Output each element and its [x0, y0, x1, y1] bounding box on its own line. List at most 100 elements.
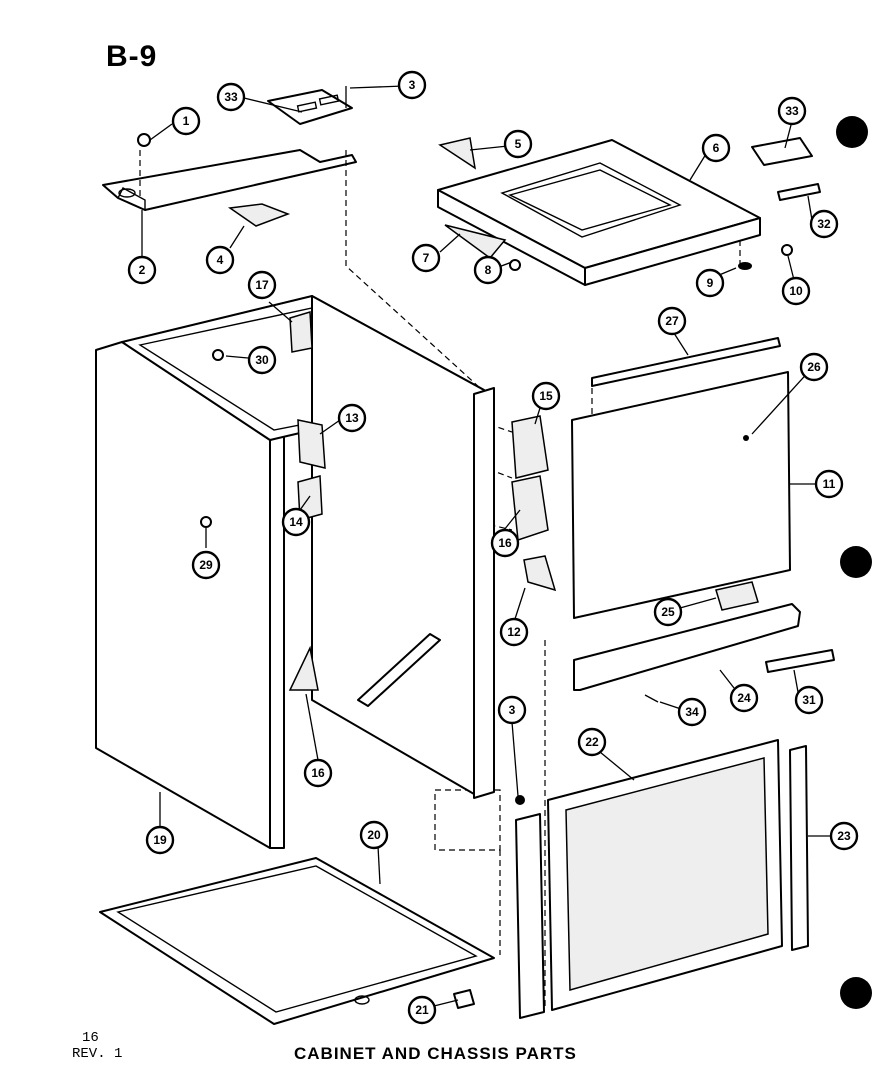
svg-text:33: 33: [224, 90, 238, 104]
svg-text:24: 24: [737, 691, 751, 705]
svg-text:14: 14: [289, 515, 303, 529]
grommet: [781, 244, 793, 256]
callout-11: 11: [814, 469, 844, 499]
svg-text:21: 21: [415, 1003, 429, 1017]
callout-8: 8: [473, 255, 503, 285]
svg-text:29: 29: [199, 558, 213, 572]
callout-33: 33: [216, 82, 246, 112]
top-rail-flange: [117, 187, 146, 212]
svg-text:23: 23: [837, 829, 851, 843]
callout-14: 14: [281, 507, 311, 537]
callout-7: 7: [411, 243, 441, 273]
callout-2: 2: [127, 255, 157, 285]
top-bracket-assembly: [102, 86, 357, 227]
screw: [200, 516, 212, 528]
svg-text:7: 7: [423, 251, 430, 265]
callout-21: 21: [407, 995, 437, 1025]
right-filter-channel: [789, 745, 809, 951]
svg-text:6: 6: [713, 141, 720, 155]
callout-33-right: 33: [777, 96, 807, 126]
svg-text:12: 12: [507, 625, 521, 639]
drain-hole: [354, 995, 370, 1005]
svg-text:8: 8: [485, 263, 492, 277]
front-panel: [571, 371, 791, 619]
svg-text:32: 32: [817, 217, 831, 231]
callout-32: 32: [809, 209, 839, 239]
top-channel: [591, 337, 781, 387]
binder-hole: [840, 977, 872, 1009]
binder-holes: [836, 116, 872, 1009]
screw: [644, 694, 659, 703]
base-pan-rim: [116, 865, 478, 1013]
plug: [738, 262, 752, 270]
callout-19: 19: [145, 825, 175, 855]
revision-label: REV. 1: [72, 1046, 123, 1062]
nut: [137, 133, 151, 147]
diagram-code: B-9: [106, 40, 158, 73]
svg-text:11: 11: [823, 477, 836, 491]
mount-plate: [267, 89, 353, 125]
top-access-panel: [751, 137, 813, 166]
clip: [777, 183, 821, 201]
svg-text:19: 19: [153, 833, 167, 847]
callout-30: 30: [247, 345, 277, 375]
gusset: [297, 419, 326, 469]
svg-text:10: 10: [789, 284, 803, 298]
svg-text:20: 20: [367, 828, 381, 842]
callout-34: 34: [677, 697, 707, 727]
callout-15: 15: [531, 381, 561, 411]
filter-media: [565, 757, 769, 991]
bracket: [715, 581, 759, 611]
callout-22: 22: [577, 727, 607, 757]
svg-text:2: 2: [139, 263, 146, 277]
svg-text:16: 16: [498, 536, 512, 550]
gusset: [511, 475, 549, 542]
svg-text:26: 26: [807, 360, 821, 374]
svg-text:17: 17: [255, 278, 269, 292]
right-post: [473, 387, 495, 799]
callout-27: 27: [657, 306, 687, 336]
top-cover-assembly: [437, 137, 821, 286]
front-gusset: [444, 224, 507, 260]
svg-text:3: 3: [409, 78, 416, 92]
callout-6: 6: [701, 133, 731, 163]
callout-23: 23: [829, 821, 859, 851]
insulation-pad: [227, 203, 291, 227]
mount-slot: [318, 94, 340, 106]
svg-text:5: 5: [515, 137, 522, 151]
left-filter-channel: [515, 813, 545, 1019]
svg-text:31: 31: [802, 693, 816, 707]
callout-31: 31: [794, 685, 824, 715]
lower-rail: [573, 603, 801, 691]
top-cover-opening: [500, 162, 682, 238]
callout-25: 25: [653, 597, 683, 627]
gusset: [289, 311, 313, 353]
top-cover-side-edge: [584, 217, 761, 286]
top-rail-bracket: [102, 149, 357, 211]
svg-text:9: 9: [707, 276, 714, 290]
drain-clip: [453, 989, 475, 1009]
screw: [515, 795, 525, 805]
left-panel-edge: [269, 435, 285, 849]
binder-hole: [836, 116, 868, 148]
callout-1: 1: [171, 106, 201, 136]
callout-24: 24: [729, 683, 759, 713]
svg-text:34: 34: [685, 705, 699, 719]
panel-screw: [743, 435, 749, 441]
callout-leaders: [141, 85, 830, 1007]
callout-10: 10: [781, 276, 811, 306]
callout-4: 4: [205, 245, 235, 275]
svg-text:30: 30: [255, 353, 269, 367]
gusset: [288, 645, 319, 691]
svg-text:4: 4: [217, 253, 224, 267]
filter-assembly: [515, 739, 809, 1019]
svg-text:15: 15: [539, 389, 553, 403]
nut: [509, 259, 521, 271]
gusset: [523, 555, 557, 592]
gusset: [511, 415, 549, 479]
callout-16: 16: [490, 528, 520, 558]
svg-text:16: 16: [311, 766, 325, 780]
svg-text:3: 3: [509, 703, 516, 717]
